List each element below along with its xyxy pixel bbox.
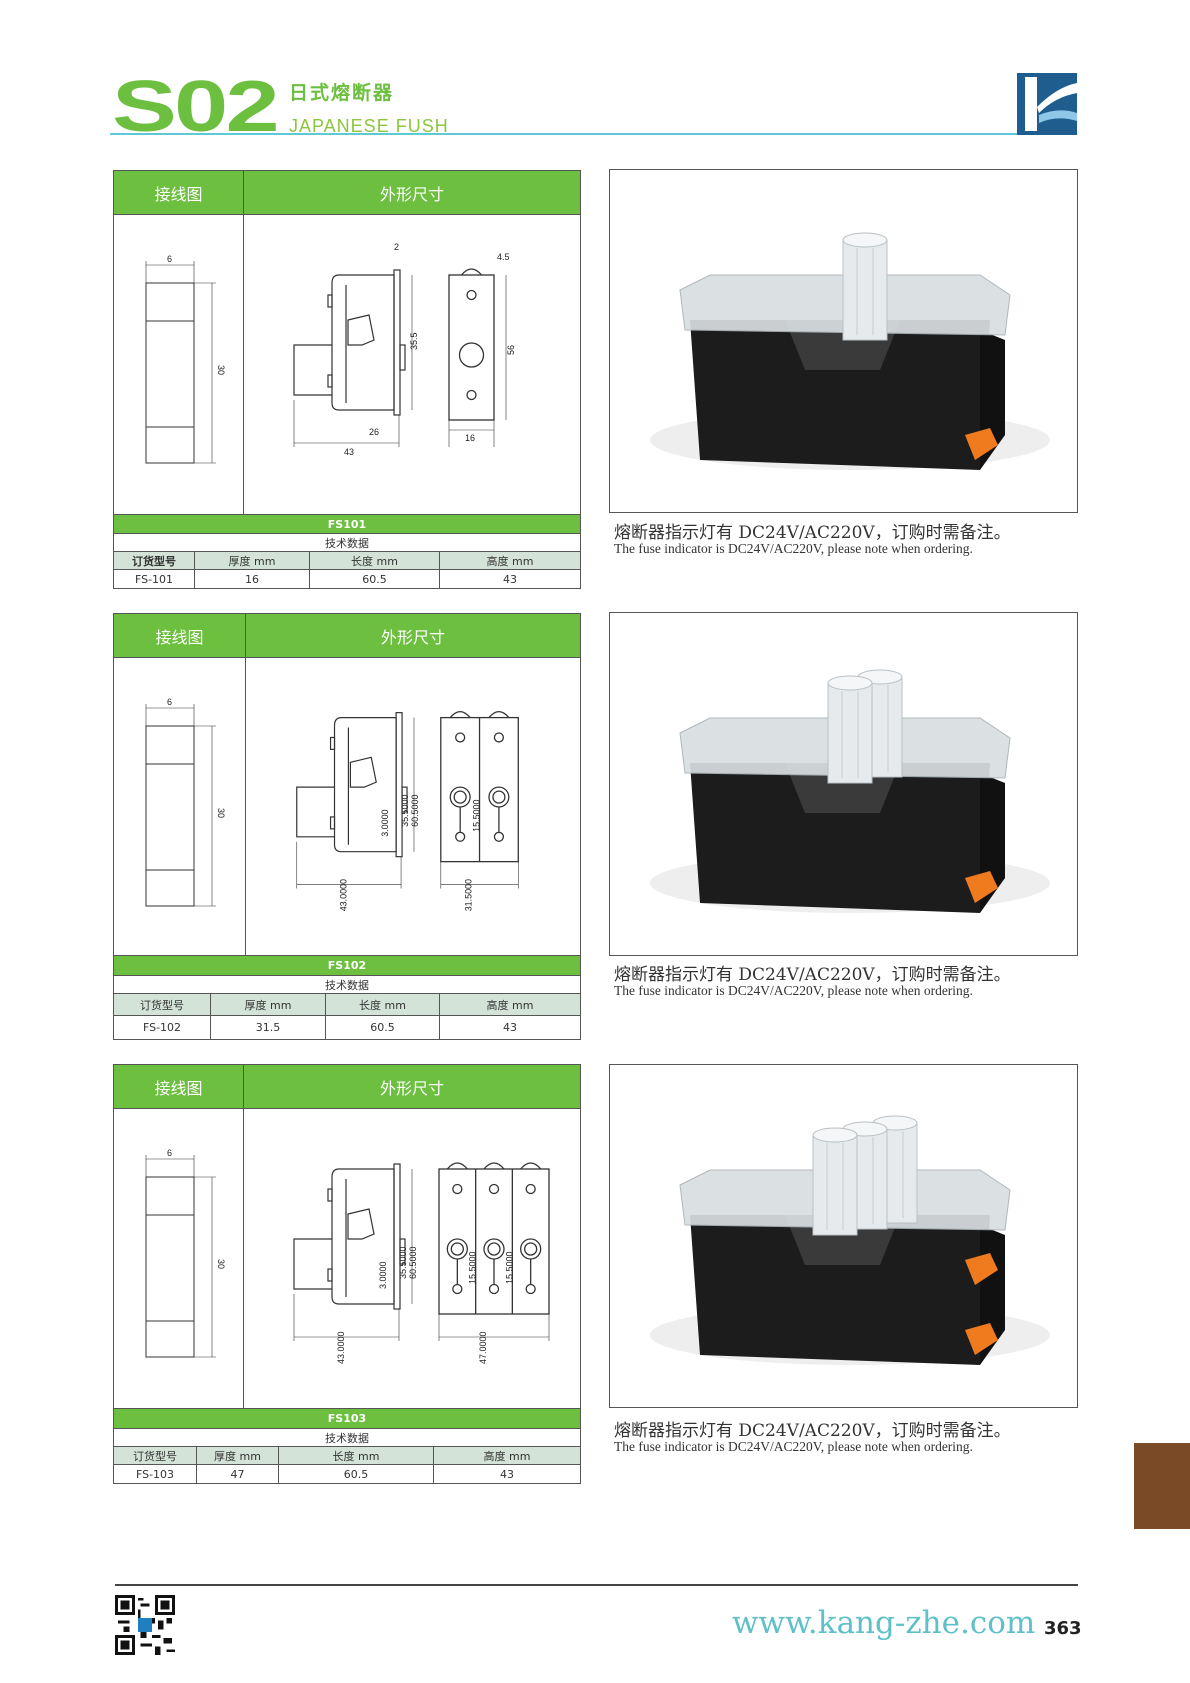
indicator-cap xyxy=(812,1127,858,1236)
dimension-label: 16 xyxy=(465,433,475,443)
section-tab xyxy=(1134,1443,1190,1529)
dimension-label: 30 xyxy=(216,808,226,818)
col-length: 长度 mm xyxy=(310,552,440,569)
dimension-label: 3.0000 xyxy=(378,1261,388,1289)
col-length: 长度 mm xyxy=(279,1447,434,1464)
cell-thickness: 31.5 xyxy=(211,1016,326,1039)
dimension-label: 47.0000 xyxy=(478,1331,488,1364)
dimension-label: 6 xyxy=(167,254,172,264)
website-link[interactable]: www.kang-zhe.com xyxy=(732,1605,1036,1641)
dimension-label: 15.5000 xyxy=(468,1251,478,1284)
wiring-diagram: 6 30 xyxy=(145,697,226,907)
dimension-label: 31.5000 xyxy=(464,879,474,911)
dimension-label: 26 xyxy=(369,427,379,437)
dimension-label: 35.5000 xyxy=(400,795,410,827)
wiring-header: 接线图 xyxy=(114,1065,244,1109)
caption-cn: 熔断器指示灯有 DC24V/AC220V，订购时需备注。 xyxy=(614,1421,1011,1441)
caption-en: The fuse indicator is DC24V/AC220V, plea… xyxy=(614,541,973,556)
qr-code-icon xyxy=(115,1595,175,1655)
dimension-label: 60.5000 xyxy=(408,1246,418,1279)
dimensions-header: 外形尺寸 xyxy=(244,171,580,215)
product-name-bar: FS102 xyxy=(114,956,580,976)
cell-length: 60.5 xyxy=(310,570,440,588)
dimension-label: 15.5000 xyxy=(504,1251,514,1284)
product-photo xyxy=(609,169,1078,513)
caption-cn: 熔断器指示灯有 DC24V/AC220V，订购时需备注。 xyxy=(614,965,1011,985)
cell-model: FS-102 xyxy=(114,1016,211,1039)
col-model: 订货型号 xyxy=(114,994,211,1015)
cell-height: 43 xyxy=(503,1021,517,1034)
caption-cn: 熔断器指示灯有 DC24V/AC220V，订购时需备注。 xyxy=(614,523,1011,543)
dimensions-header: 外形尺寸 xyxy=(246,614,580,658)
series-logo: S02 xyxy=(112,67,280,147)
dimension-label: 60.5000 xyxy=(410,795,420,827)
cell-height: 43 xyxy=(503,572,517,586)
wiring-header: 接线图 xyxy=(114,614,246,658)
dimension-label: 30 xyxy=(216,365,226,375)
dimension-label: 35.5000 xyxy=(398,1246,408,1279)
indicator-cap xyxy=(827,675,873,784)
cell-height: 43 xyxy=(500,1467,514,1481)
title-en: JAPANESE FUSH xyxy=(289,116,449,136)
tech-data-label: 技术数据 xyxy=(114,976,580,994)
dimension-label: 4.5 xyxy=(497,252,510,262)
tech-data-label: 技术数据 xyxy=(114,534,580,552)
cell-thickness: 16 xyxy=(195,570,310,588)
caption-en: The fuse indicator is DC24V/AC220V, plea… xyxy=(614,1439,973,1454)
col-thickness: 厚度 mm xyxy=(195,552,310,569)
indicator-cap xyxy=(842,232,888,341)
dimension-label: 43.0000 xyxy=(338,879,348,911)
col-thickness: 厚度 mm xyxy=(211,994,326,1015)
col-thickness: 厚度 mm xyxy=(197,1447,279,1464)
cell-model: FS-103 xyxy=(114,1465,197,1483)
dimension-label: 3.0000 xyxy=(380,809,390,836)
product-photo xyxy=(609,612,1078,956)
dimension-label: 43 xyxy=(344,447,354,457)
tech-data-label: 技术数据 xyxy=(114,1429,580,1447)
page-number: 363 xyxy=(1044,1618,1082,1639)
product-name-bar: FS101 xyxy=(114,515,580,534)
footer-divider xyxy=(115,1584,1078,1586)
title-cn: 日式熔断器 xyxy=(289,82,395,104)
col-height: 高度 mm xyxy=(486,998,534,1012)
dimension-label: 56 xyxy=(506,345,516,355)
wiring-diagram: 6 30 xyxy=(145,1148,226,1358)
dimension-label: 43.0000 xyxy=(336,1331,346,1364)
cell-length: 60.5 xyxy=(326,1016,440,1039)
cell-model: FS-101 xyxy=(114,570,195,588)
col-model: 订货型号 xyxy=(114,1447,197,1464)
dimension-label: 35.5 xyxy=(409,332,419,350)
product-photo xyxy=(609,1064,1078,1408)
brand-logo-icon xyxy=(1017,73,1077,135)
cell-thickness: 47 xyxy=(197,1465,279,1483)
col-height: 高度 mm xyxy=(486,554,534,568)
caption-en: The fuse indicator is DC24V/AC220V, plea… xyxy=(614,983,973,998)
dimension-label: 15.5000 xyxy=(472,799,482,831)
dimensions-header: 外形尺寸 xyxy=(244,1065,580,1109)
col-height: 高度 mm xyxy=(483,1449,531,1463)
wiring-diagram: 6 30 xyxy=(145,254,226,464)
dimension-drawing: 35.5 26 43 2 4.5 56 16 xyxy=(293,242,516,457)
col-length: 长度 mm xyxy=(326,994,440,1015)
dimension-label: 6 xyxy=(167,1148,172,1158)
wiring-header: 接线图 xyxy=(114,171,244,215)
product-name-bar: FS103 xyxy=(114,1409,580,1429)
dimension-label: 30 xyxy=(216,1259,226,1269)
cell-length: 60.5 xyxy=(279,1465,434,1483)
dimension-label: 2 xyxy=(394,242,399,252)
header-divider xyxy=(110,133,1017,135)
dimension-label: 6 xyxy=(167,697,172,707)
col-model: 订货型号 xyxy=(114,552,195,569)
